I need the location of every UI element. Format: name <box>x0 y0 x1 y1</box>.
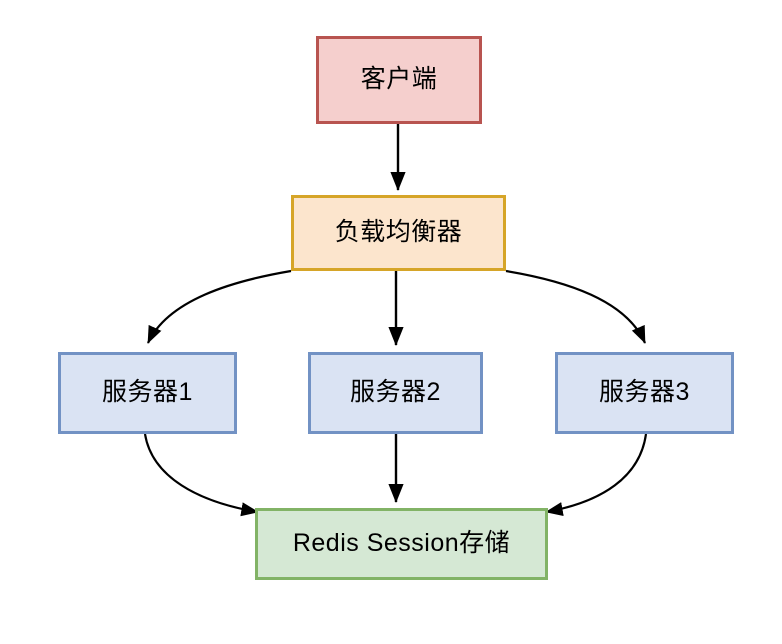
node-server-3-label: 服务器3 <box>599 378 690 407</box>
node-server-2[interactable]: 服务器2 <box>308 352 483 434</box>
node-redis-session-store-label: Redis Session存储 <box>292 529 511 558</box>
node-server-1-label: 服务器1 <box>102 378 193 407</box>
edge-server-3-to-redis <box>545 433 648 516</box>
node-redis-session-store[interactable]: Redis Session存储 <box>255 508 548 580</box>
node-server-3[interactable]: 服务器3 <box>555 352 734 434</box>
edge-load-balancer-to-server-3 <box>505 269 647 344</box>
node-load-balancer[interactable]: 负载均衡器 <box>291 195 506 271</box>
node-server-1[interactable]: 服务器1 <box>58 352 237 434</box>
node-load-balancer-label: 负载均衡器 <box>334 218 463 247</box>
node-client[interactable]: 客户端 <box>316 36 482 124</box>
node-client-label: 客户端 <box>360 65 438 94</box>
edge-load-balancer-to-server-1 <box>147 269 292 344</box>
edge-server-1-to-redis <box>143 433 259 517</box>
node-server-2-label: 服务器2 <box>350 378 441 407</box>
